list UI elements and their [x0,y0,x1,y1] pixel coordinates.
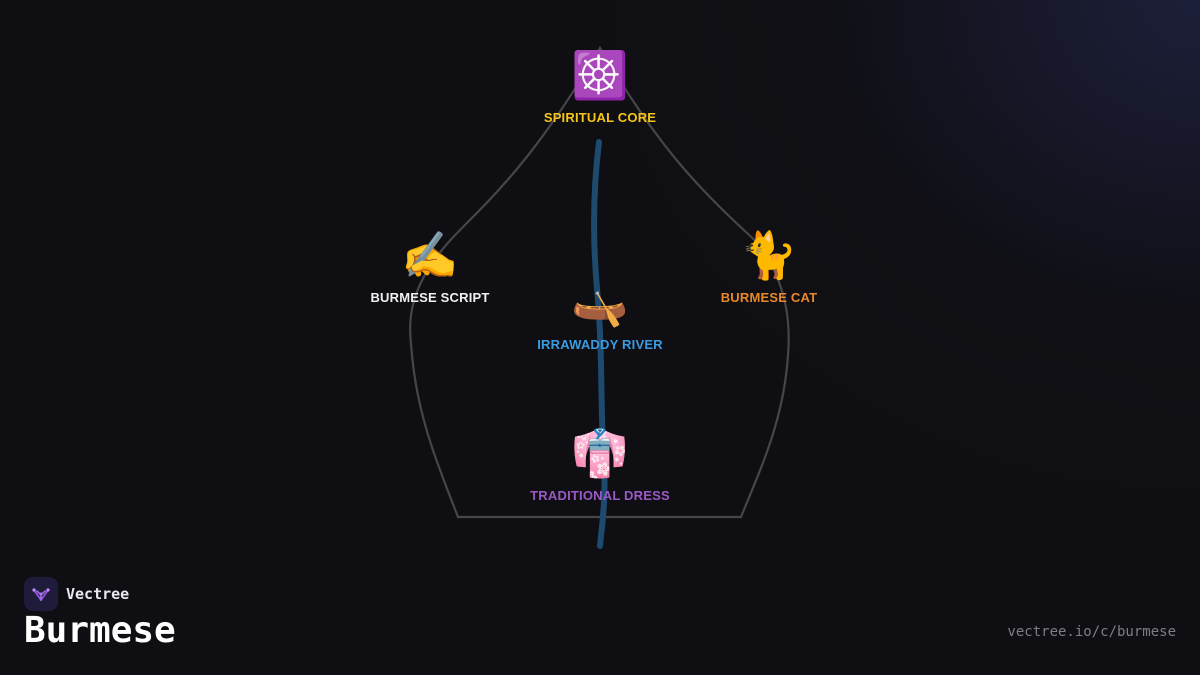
river-line [590,139,608,549]
brand-name: Vectree [66,585,130,603]
node-label: BURMESE SCRIPT [370,290,490,305]
writing-hand-icon: ✍️ [401,229,459,281]
outline-shape [409,45,790,519]
node-label: IRRAWADDY RIVER [537,337,663,352]
node-spiritual-core[interactable]: ☸️ SPIRITUAL CORE [544,48,656,125]
node-traditional-dress[interactable]: 👘 TRADITIONAL DRESS [530,426,670,503]
page-url[interactable]: vectree.io/c/burmese [1007,624,1176,640]
wheel-of-dharma-icon: ☸️ [571,49,629,101]
node-label: SPIRITUAL CORE [543,110,657,125]
page-title: Burmese [24,610,176,651]
kimono-icon: 👘 [571,427,629,479]
node-burmese-script[interactable]: ✍️ BURMESE SCRIPT [370,228,489,305]
node-label: BURMESE CAT [720,290,818,305]
node-irrawaddy-river[interactable]: 🛶 IRRAWADDY RIVER [537,275,663,352]
cat-icon: 🐈 [740,229,798,281]
node-burmese-cat[interactable]: 🐈 BURMESE CAT [721,228,818,305]
brand[interactable]: Vectree [24,577,129,611]
node-label: TRADITIONAL DRESS [530,488,670,503]
vectree-logo-icon [24,577,58,611]
canoe-icon: 🛶 [571,276,629,328]
